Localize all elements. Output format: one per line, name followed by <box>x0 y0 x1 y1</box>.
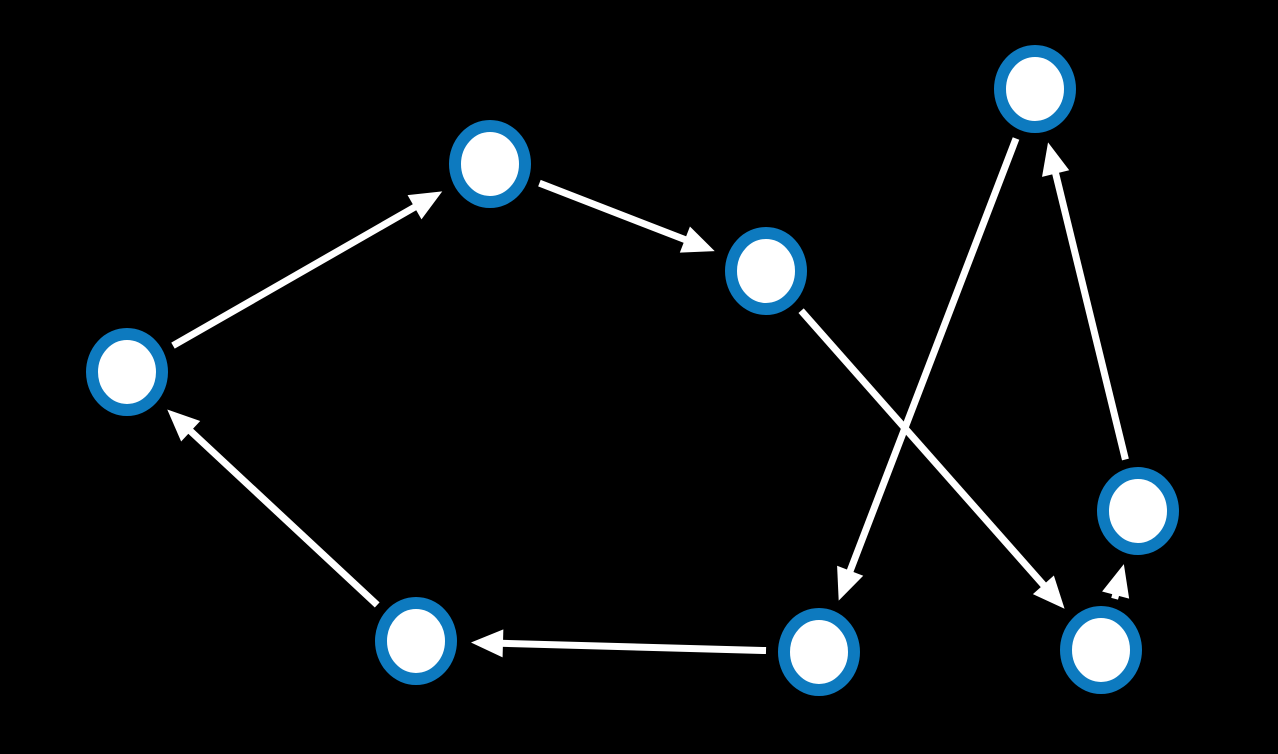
edge-shaft <box>499 639 767 655</box>
arrowhead-icon <box>407 191 443 220</box>
graph-edge-node-left-to-node-upper-middle <box>171 191 443 349</box>
edge-shaft <box>845 137 1020 575</box>
graph-node-node-bottom-right <box>1060 606 1142 694</box>
graph-edge-node-bottom-right-to-node-right <box>1102 564 1130 600</box>
arrowhead-icon <box>837 565 864 601</box>
nodes-layer <box>86 45 1179 696</box>
graph-edge-node-top-right-to-node-bottom-middle <box>837 137 1020 601</box>
graph-edge-node-bottom-middle-to-node-bottom-left <box>470 629 767 658</box>
graph-edge-node-bottom-left-to-node-left <box>167 409 380 608</box>
edge-shaft <box>798 308 1048 590</box>
graph-node-node-bottom-middle <box>778 608 860 696</box>
edge-shaft <box>538 179 689 244</box>
graph-node-node-right <box>1097 467 1179 555</box>
graph-node-node-left <box>86 328 168 416</box>
edges-layer <box>167 137 1130 658</box>
graph-edge-node-middle-to-node-bottom-right <box>798 308 1065 609</box>
edge-shaft <box>171 202 419 349</box>
graph-node-node-middle <box>725 227 807 315</box>
arrowhead-icon <box>167 409 201 442</box>
arrowhead-icon <box>1102 564 1130 599</box>
graph-node-node-bottom-left <box>375 597 457 685</box>
arrowhead-icon <box>1042 142 1070 177</box>
graph-node-node-upper-middle <box>449 120 531 208</box>
graph-edge-node-upper-middle-to-node-middle <box>538 179 715 253</box>
arrowhead-icon <box>679 226 715 253</box>
graph-edge-node-right-to-node-top-right <box>1042 142 1129 461</box>
edge-shaft <box>186 426 380 608</box>
arrowhead-icon <box>1032 575 1065 609</box>
edge-shaft <box>1051 169 1129 461</box>
graph-node-node-top-right <box>994 45 1076 133</box>
arrowhead-icon <box>470 629 504 658</box>
